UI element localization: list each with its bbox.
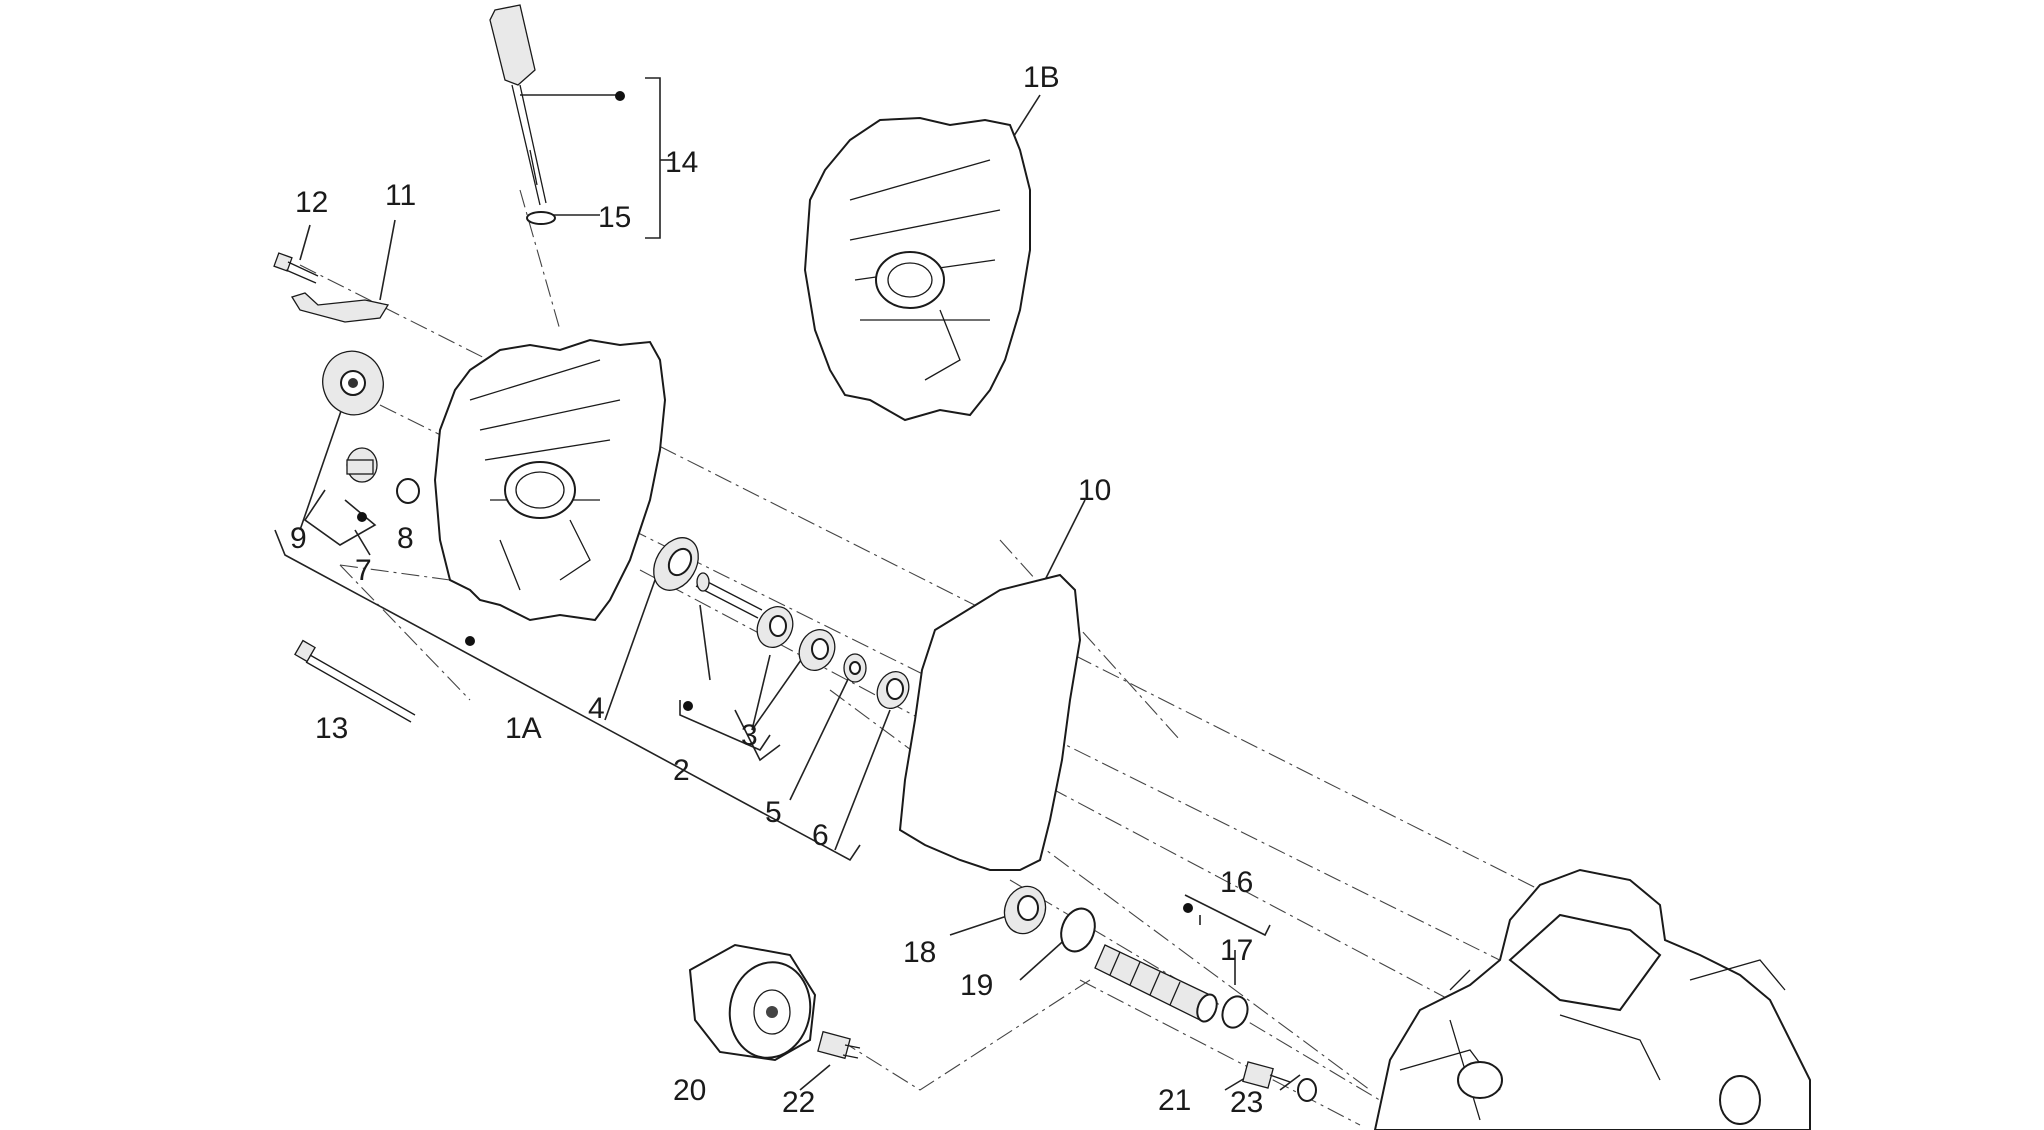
- label-5: 5: [765, 796, 782, 829]
- label-1b: 1B: [1023, 61, 1060, 94]
- shaft-part-2: [695, 572, 763, 619]
- label-19: 19: [960, 969, 993, 1002]
- seal-part-18: [1003, 885, 1047, 935]
- seal-part-6: [876, 671, 910, 709]
- gasket-part-10: [898, 573, 1082, 871]
- label-21: 21: [1158, 1084, 1191, 1117]
- label-23: 23: [1230, 1086, 1263, 1119]
- sensor-part-21: [1242, 1061, 1291, 1089]
- o-ring-part-19: [1060, 907, 1096, 953]
- bracket-part: [291, 292, 390, 323]
- bushing-part: [346, 447, 378, 483]
- crankcase-cover-1a: [433, 338, 667, 622]
- bearing-part-4: [653, 537, 699, 591]
- bearing-part-3b: [798, 629, 836, 671]
- label-20: 20: [673, 1074, 706, 1107]
- label-11: 11: [385, 179, 416, 212]
- label-12: 12: [295, 186, 328, 219]
- bush-part-5: [843, 653, 867, 683]
- label-14: 14: [665, 146, 698, 179]
- circlip-part: [396, 478, 420, 504]
- o-ring-part-17: [1221, 995, 1249, 1029]
- label-8: 8: [397, 522, 414, 555]
- label-6: 6: [812, 819, 829, 852]
- long-bolt-part: [294, 639, 416, 723]
- dipstick-part: [489, 4, 547, 206]
- union-part-22: [817, 1030, 861, 1060]
- label-1a: 1A: [505, 712, 542, 745]
- label-17: 17: [1220, 934, 1253, 967]
- engine-assembly: [1373, 868, 1811, 1130]
- washer-part-23: [1297, 1078, 1317, 1102]
- label-13: 13: [315, 712, 348, 745]
- oil-filter-part-20: [688, 943, 817, 1062]
- o-ring-part: [526, 211, 556, 225]
- label-2: 2: [673, 754, 690, 787]
- label-15: 15: [598, 201, 631, 234]
- label-4: 4: [588, 692, 605, 725]
- label-10: 10: [1078, 474, 1111, 507]
- bolt-part: [273, 252, 319, 284]
- bullet-markers: [357, 91, 1193, 913]
- filter-screen-part-16: [1094, 944, 1218, 1023]
- label-3: 3: [741, 719, 758, 752]
- label-7: 7: [355, 554, 372, 587]
- pump-element-part: [322, 350, 384, 416]
- label-16: 16: [1220, 866, 1253, 899]
- bearing-part-3a: [756, 606, 794, 648]
- crankcase-cover-1b: [803, 116, 1031, 422]
- label-22: 22: [782, 1086, 815, 1119]
- leader-lines: [274, 77, 1301, 1091]
- label-9: 9: [290, 522, 307, 555]
- part-labels: 1A 1B 2 3 4 5 6 7 8 9 10 11 12 13 14 15 …: [290, 61, 1263, 1119]
- label-18: 18: [903, 936, 936, 969]
